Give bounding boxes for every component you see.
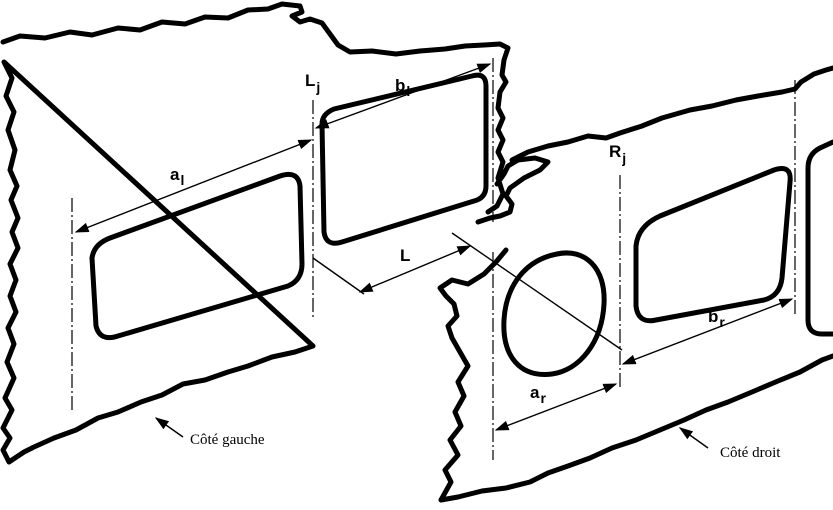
dimension-ar-label: ar bbox=[530, 383, 546, 406]
left-panel-outline bbox=[0, 1, 551, 465]
dimension-al-label: al bbox=[170, 165, 184, 188]
offset-extension-left bbox=[312, 257, 365, 295]
frame-label-rj: Rj bbox=[609, 142, 626, 166]
dimension-br-label: br bbox=[708, 307, 725, 330]
right-panel-bottom bbox=[438, 353, 833, 503]
offset-dimension-line bbox=[358, 245, 472, 293]
offset-extension-right bbox=[451, 232, 623, 351]
offset-dimension: L bbox=[312, 232, 623, 351]
offset-label: L bbox=[400, 246, 410, 265]
frame-label-lj: Lj bbox=[305, 71, 320, 95]
right-window-partial bbox=[805, 139, 833, 337]
left-window-large bbox=[89, 171, 305, 341]
left-window-small bbox=[319, 72, 489, 246]
dimension-bl-label: bl bbox=[395, 76, 410, 99]
right-side-caption: Côté droit bbox=[720, 445, 781, 461]
dimension-al-line bbox=[74, 139, 313, 233]
dimension-bl-line bbox=[314, 63, 492, 129]
left-caption-leader bbox=[154, 417, 184, 438]
right-panel: ar br Rj Côté droit bbox=[437, 65, 833, 503]
right-caption-leader bbox=[678, 427, 709, 449]
right-window-oval bbox=[501, 250, 607, 377]
right-window-rect bbox=[633, 166, 793, 324]
left-panel: al bl Lj Côté gauche bbox=[0, 1, 551, 465]
right-panel-outline bbox=[437, 65, 833, 503]
dimension-br-line bbox=[621, 298, 794, 365]
left-side-caption: Côté gauche bbox=[190, 432, 265, 448]
dimension-ar-line bbox=[494, 383, 618, 431]
